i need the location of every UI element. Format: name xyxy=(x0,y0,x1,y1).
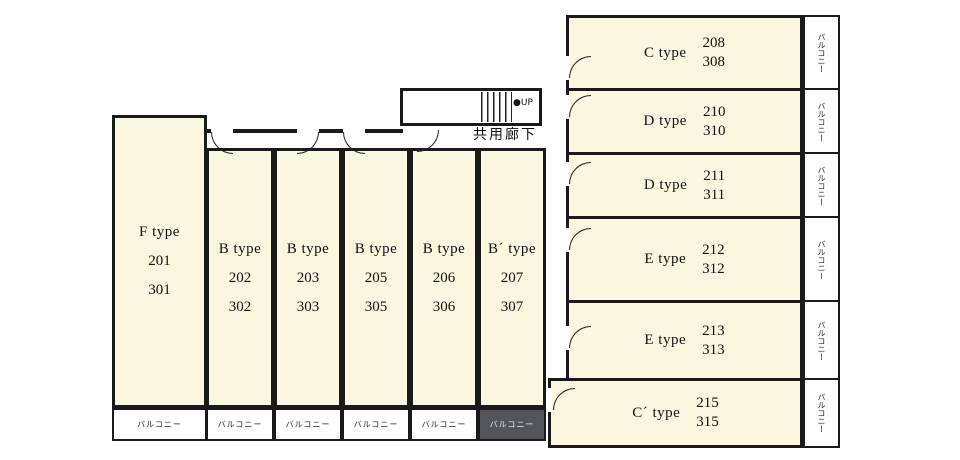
room-c-prime-type-215-315: C´ type 215 315 xyxy=(548,378,803,448)
balcony-label: バルコニー xyxy=(112,408,207,441)
room-type-label: B type xyxy=(218,240,262,257)
room-number: 213 xyxy=(702,322,725,339)
room-e-type-213-313: E type 213 313 xyxy=(566,300,803,381)
room-type-label: B type xyxy=(286,240,330,257)
room-numbers: 208 308 xyxy=(703,35,726,71)
door-gap xyxy=(564,95,570,119)
room-number: 307 xyxy=(500,298,524,315)
door-gap xyxy=(564,326,570,350)
room-number: 305 xyxy=(364,298,388,315)
door-gap xyxy=(211,128,233,134)
balcony-label: バルコニー xyxy=(803,378,840,448)
room-numbers: 213 313 xyxy=(702,323,725,359)
room-type-label: F type xyxy=(139,224,180,240)
room-numbers: 215 315 xyxy=(696,395,719,431)
balcony-label: バルコニー xyxy=(206,408,274,441)
room-number: 313 xyxy=(702,341,725,358)
room-numbers: 211 311 xyxy=(703,168,725,204)
room-e-type-212-312: E type 212 312 xyxy=(566,216,803,303)
room-b-type-203-303: B type 203 303 xyxy=(274,148,342,408)
room-number: 205 xyxy=(364,269,388,286)
door-gap xyxy=(564,56,570,80)
room-number: 202 xyxy=(228,269,252,286)
balcony-label: バルコニー xyxy=(478,408,546,441)
stairs-up-label: ●UP xyxy=(513,98,533,108)
room-number: 315 xyxy=(696,414,719,430)
door-gap xyxy=(546,388,552,412)
room-numbers: 210 310 xyxy=(703,104,726,140)
balcony-label: バルコニー xyxy=(342,408,410,441)
room-number: 201 xyxy=(148,253,171,269)
room-type-label: D type xyxy=(643,177,688,193)
room-number: 312 xyxy=(702,260,725,277)
balcony-label: バルコニー xyxy=(803,15,840,91)
room-numbers: 212 312 xyxy=(702,242,725,278)
room-c-type-208-308: C type 208 308 xyxy=(566,15,803,91)
room-type-label: D type xyxy=(643,113,687,129)
room-b-type-202-302: B type 202 302 xyxy=(206,148,274,408)
stairwell xyxy=(400,88,542,126)
room-number: 211 xyxy=(703,167,726,184)
balcony-label: バルコニー xyxy=(803,152,840,219)
balcony-label: バルコニー xyxy=(803,88,840,155)
door-gap xyxy=(564,228,570,252)
room-type-label: B type xyxy=(422,240,466,257)
room-b-type-205-305: B type 205 305 xyxy=(342,148,410,408)
balcony-label: バルコニー xyxy=(410,408,478,441)
room-number: 311 xyxy=(703,186,726,203)
room-type-label: E type xyxy=(644,332,687,348)
door-gap xyxy=(564,162,570,186)
room-number: 207 xyxy=(500,269,524,286)
room-number: 215 xyxy=(696,395,719,411)
room-type-label: E type xyxy=(644,251,687,267)
door-gap xyxy=(297,128,319,134)
room-number: 302 xyxy=(228,298,252,315)
balcony-label: バルコニー xyxy=(274,408,342,441)
room-number: 212 xyxy=(702,241,725,258)
room-number: 306 xyxy=(432,298,456,315)
room-type-label: C type xyxy=(643,44,687,61)
room-number: 310 xyxy=(702,122,726,139)
room-type-label: B´ type xyxy=(487,240,537,257)
room-number: 210 xyxy=(702,103,726,120)
room-d-type-211-311: D type 211 311 xyxy=(566,152,803,219)
room-number: 206 xyxy=(432,269,456,286)
door-gap xyxy=(343,128,365,134)
room-number: 208 xyxy=(702,35,726,51)
stairs-icon xyxy=(481,92,512,122)
balcony-label: バルコニー xyxy=(803,216,840,303)
room-number: 303 xyxy=(296,298,320,315)
room-b-prime-type-207-307: B´ type 207 307 xyxy=(478,148,546,408)
corridor-label: 共用廊下 xyxy=(473,128,537,143)
room-type-label: B type xyxy=(354,240,398,257)
room-b-type-206-306: B type 206 306 xyxy=(410,148,478,408)
room-d-type-210-310: D type 210 310 xyxy=(566,88,803,155)
room-number: 308 xyxy=(702,54,726,70)
balcony-label: バルコニー xyxy=(803,300,840,381)
room-type-label: C´ type xyxy=(632,404,681,421)
room-number: 301 xyxy=(148,282,171,298)
room-number: 203 xyxy=(296,269,320,286)
room-f-type-201-301: F type 201 301 xyxy=(112,115,207,408)
